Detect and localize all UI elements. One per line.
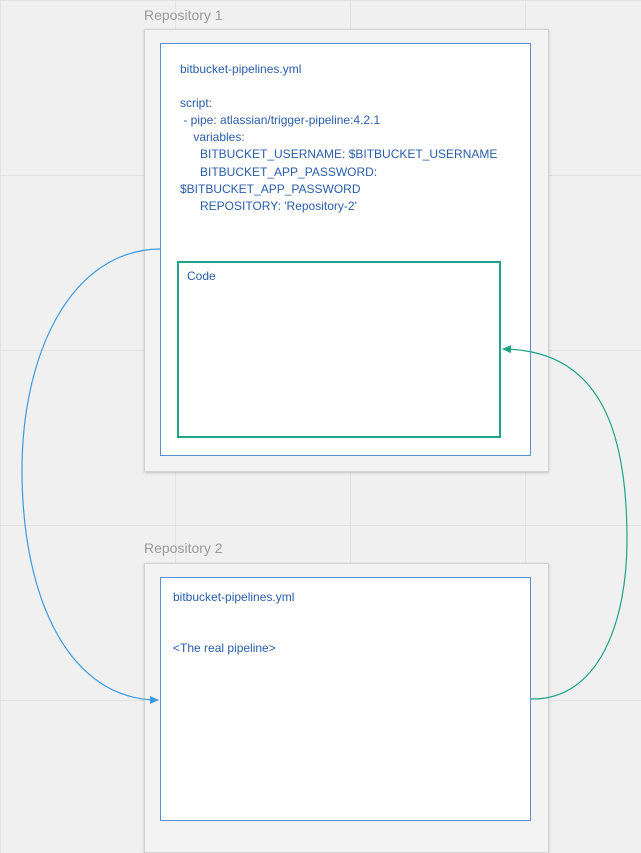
script-line-6: $BITBUCKET_APP_PASSWORD xyxy=(180,182,361,196)
code-box[interactable] xyxy=(177,261,501,438)
repository-2-pipeline-card[interactable] xyxy=(160,577,531,821)
trigger-connector-blue[interactable] xyxy=(21,248,161,704)
script-line-5: BITBUCKET_APP_PASSWORD: xyxy=(180,165,378,179)
script-line-2: - pipe: atlassian/trigger-pipeline:4.2.1 xyxy=(180,113,381,127)
code-label: Code xyxy=(187,269,216,283)
repository-2-file-title: bitbucket-pipelines.yml xyxy=(173,590,295,604)
repository-2-title: Repository 2 xyxy=(144,540,223,556)
repository-2-body-text: <The real pipeline> xyxy=(173,641,276,655)
script-line-3: variables: xyxy=(180,130,245,144)
repository-1-title: Repository 1 xyxy=(144,7,223,23)
script-line-7: REPOSITORY: 'Repository-2' xyxy=(180,199,357,213)
script-line-1: script: xyxy=(180,96,213,110)
repository-1-file-title: bitbucket-pipelines.yml xyxy=(180,62,302,76)
script-line-4: BITBUCKET_USERNAME: $BITBUCKET_USERNAME xyxy=(180,147,498,161)
